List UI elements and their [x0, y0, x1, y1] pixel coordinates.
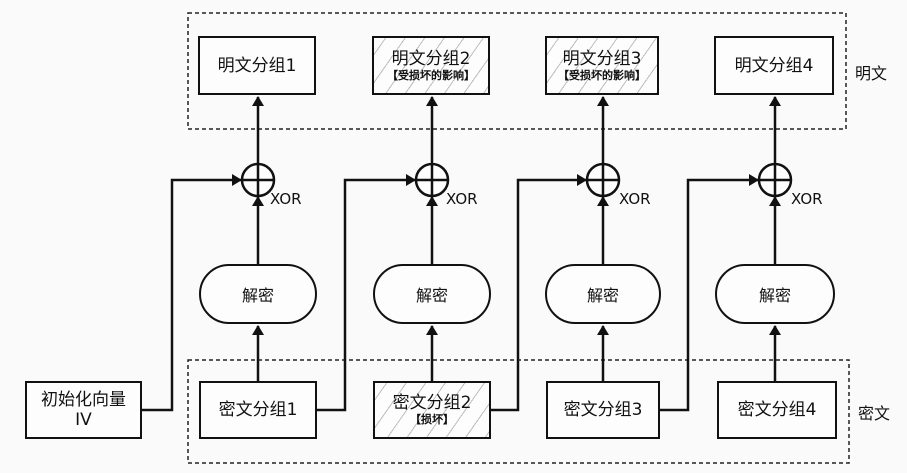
plaintext-block-note: 【受损坏的影响】: [387, 68, 475, 82]
decrypt-label: 解密: [758, 286, 791, 305]
decrypt-step-4: 解密: [715, 264, 835, 324]
plaintext-block-note: 【受损坏的影响】: [558, 68, 646, 82]
xor-label: XOR: [619, 190, 651, 208]
xor-label: XOR: [791, 190, 823, 208]
iv-block: 初始化向量 IV: [25, 381, 142, 439]
decrypt-label: 解密: [586, 286, 619, 305]
xor-label: XOR: [270, 190, 302, 208]
ciphertext-block-2: 密文分组2 【损坏】: [373, 381, 491, 439]
ciphertext-block-note: 【损坏】: [410, 413, 454, 426]
ciphertext-block-3: 密文分组3: [546, 381, 660, 439]
ciphertext-region-label: 密文: [858, 404, 891, 423]
decrypt-label: 解密: [241, 286, 274, 305]
ciphertext-block-4: 密文分组4: [717, 381, 837, 439]
arrow-feed-to-xor: [317, 174, 416, 412]
plaintext-block-4: 明文分组4: [714, 36, 834, 95]
decrypt-step-3: 解密: [545, 264, 661, 324]
decrypt-step-1: 解密: [199, 264, 317, 324]
decrypt-step-2: 解密: [373, 264, 491, 324]
plaintext-block-1: 明文分组1: [198, 36, 316, 95]
plaintext-block-2: 明文分组2 【受损坏的影响】: [372, 36, 490, 95]
arrow-feed-to-xor: [491, 174, 587, 412]
plaintext-block-label: 明文分组3: [562, 48, 642, 69]
plaintext-block-3: 明文分组3 【受损坏的影响】: [545, 36, 659, 95]
iv-label-line1: 初始化向量: [41, 390, 126, 410]
xor-label: XOR: [446, 190, 478, 208]
arrow-feed-to-xor: [142, 174, 242, 412]
ciphertext-block-label: 密文分组2: [392, 393, 472, 413]
iv-label-line2: IV: [75, 410, 92, 430]
ciphertext-block-label: 密文分组4: [737, 400, 817, 420]
plaintext-block-label: 明文分组4: [734, 55, 814, 76]
plaintext-region-label: 明文: [855, 64, 888, 83]
plaintext-block-label: 明文分组2: [391, 48, 471, 69]
ciphertext-block-label: 密文分组1: [218, 400, 298, 420]
arrow-feed-to-xor: [660, 174, 759, 412]
ciphertext-block-1: 密文分组1: [199, 381, 317, 439]
plaintext-region: [187, 12, 847, 130]
decrypt-label: 解密: [415, 286, 448, 305]
plaintext-block-label: 明文分组1: [217, 55, 297, 76]
ciphertext-block-label: 密文分组3: [563, 400, 643, 420]
